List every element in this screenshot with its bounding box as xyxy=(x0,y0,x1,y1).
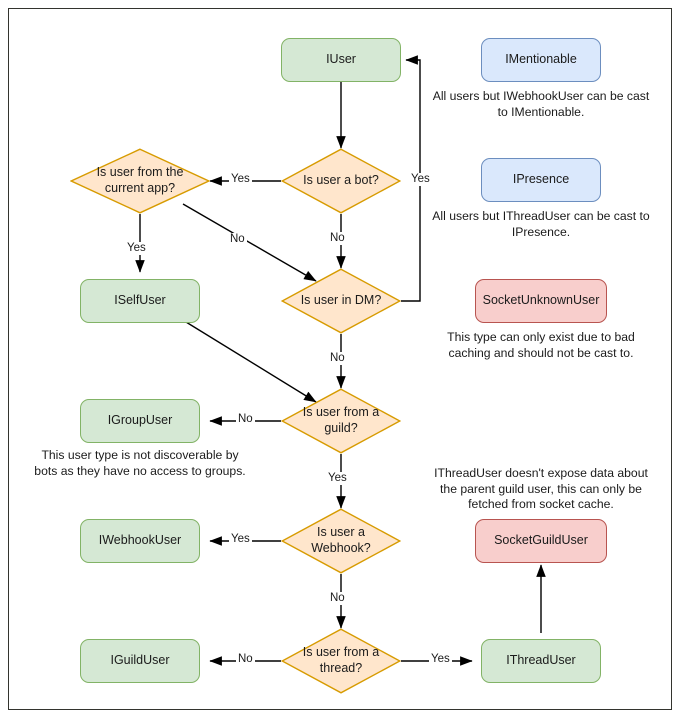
node-iselfuser-label: ISelfUser xyxy=(114,293,166,308)
node-iuser[interactable]: IUser xyxy=(281,38,401,82)
note-socketunknownuser: This type can only exist due to bad cach… xyxy=(447,330,635,360)
edge-label-guild-no: No xyxy=(236,413,255,426)
node-is-user-in-dm-label: Is user in DM? xyxy=(300,293,382,308)
edge-label-thread-yes: Yes xyxy=(429,653,452,666)
node-iwebhookuser-label: IWebhookUser xyxy=(98,533,182,548)
node-is-user-from-current-app[interactable]: Is user from the current app? xyxy=(70,148,210,214)
edge-label-currentapp-no: No xyxy=(228,233,247,246)
node-iguilduser[interactable]: IGuildUser xyxy=(80,639,200,683)
edge-label-currentapp-yes: Yes xyxy=(125,242,148,255)
edge-label-isbot-no: No xyxy=(328,232,347,245)
note-ipresence: All users but IThreadUser can be cast to… xyxy=(432,209,650,239)
diamond-shape xyxy=(281,148,401,214)
node-is-user-a-webhook-label: Is user a Webhook? xyxy=(311,525,371,555)
diamond-shape xyxy=(281,268,401,334)
diamond-shape xyxy=(281,508,401,574)
diagram-frame xyxy=(8,8,672,710)
node-socketguilduser-label: SocketGuildUser xyxy=(494,533,588,548)
node-is-user-from-guild-label: Is user from a guild? xyxy=(302,405,380,435)
node-iwebhookuser[interactable]: IWebhookUser xyxy=(80,519,200,563)
node-is-user-from-guild[interactable]: Is user from a guild? xyxy=(281,388,401,454)
edge-label-thread-no: No xyxy=(236,653,255,666)
node-socketguilduser[interactable]: SocketGuildUser xyxy=(475,519,607,563)
edge-label-webhook-no: No xyxy=(328,592,347,605)
note-imentionable: All users but IWebhookUser can be cast t… xyxy=(432,89,650,119)
node-is-user-in-dm[interactable]: Is user in DM? xyxy=(281,268,401,334)
edge-label-isindm-yes: Yes xyxy=(409,173,432,186)
node-socketunknownuser-label: SocketUnknownUser xyxy=(482,293,600,308)
node-ipresence[interactable]: IPresence xyxy=(481,158,601,202)
diamond-shape xyxy=(70,148,210,214)
node-ithreaduser-label: IThreadUser xyxy=(506,653,576,668)
note-ithreaduser: IThreadUser doesn't expose data about th… xyxy=(434,466,648,512)
diamond-shape xyxy=(281,628,401,694)
edge-label-isindm-no: No xyxy=(328,352,347,365)
node-is-user-from-thread-label: Is user from a thread? xyxy=(302,645,380,675)
node-iguilduser-label: IGuildUser xyxy=(110,653,170,668)
node-igroupuser[interactable]: IGroupUser xyxy=(80,399,200,443)
diamond-shape xyxy=(281,388,401,454)
edge-label-isbot-yes: Yes xyxy=(229,173,252,186)
note-igroupuser: This user type is not discoverable by bo… xyxy=(34,448,246,478)
node-ithreaduser[interactable]: IThreadUser xyxy=(481,639,601,683)
node-iselfuser[interactable]: ISelfUser xyxy=(80,279,200,323)
node-imentionable[interactable]: IMentionable xyxy=(481,38,601,82)
node-is-user-from-thread[interactable]: Is user from a thread? xyxy=(281,628,401,694)
edge-label-webhook-yes: Yes xyxy=(229,533,252,546)
node-is-user-a-bot-label: Is user a bot? xyxy=(303,173,379,188)
node-is-user-a-webhook[interactable]: Is user a Webhook? xyxy=(281,508,401,574)
node-iuser-label: IUser xyxy=(326,52,356,67)
node-ipresence-label: IPresence xyxy=(512,172,570,187)
node-socketunknownuser[interactable]: SocketUnknownUser xyxy=(475,279,607,323)
edge-label-guild-yes: Yes xyxy=(326,472,349,485)
node-imentionable-label: IMentionable xyxy=(505,52,577,67)
node-is-user-a-bot[interactable]: Is user a bot? xyxy=(281,148,401,214)
node-is-user-from-current-app-label: Is user from the current app? xyxy=(96,165,184,195)
edge-iselfuser-to-guild xyxy=(185,321,317,403)
edge-currentapp-no xyxy=(182,203,317,282)
node-igroupuser-label: IGroupUser xyxy=(107,413,173,428)
